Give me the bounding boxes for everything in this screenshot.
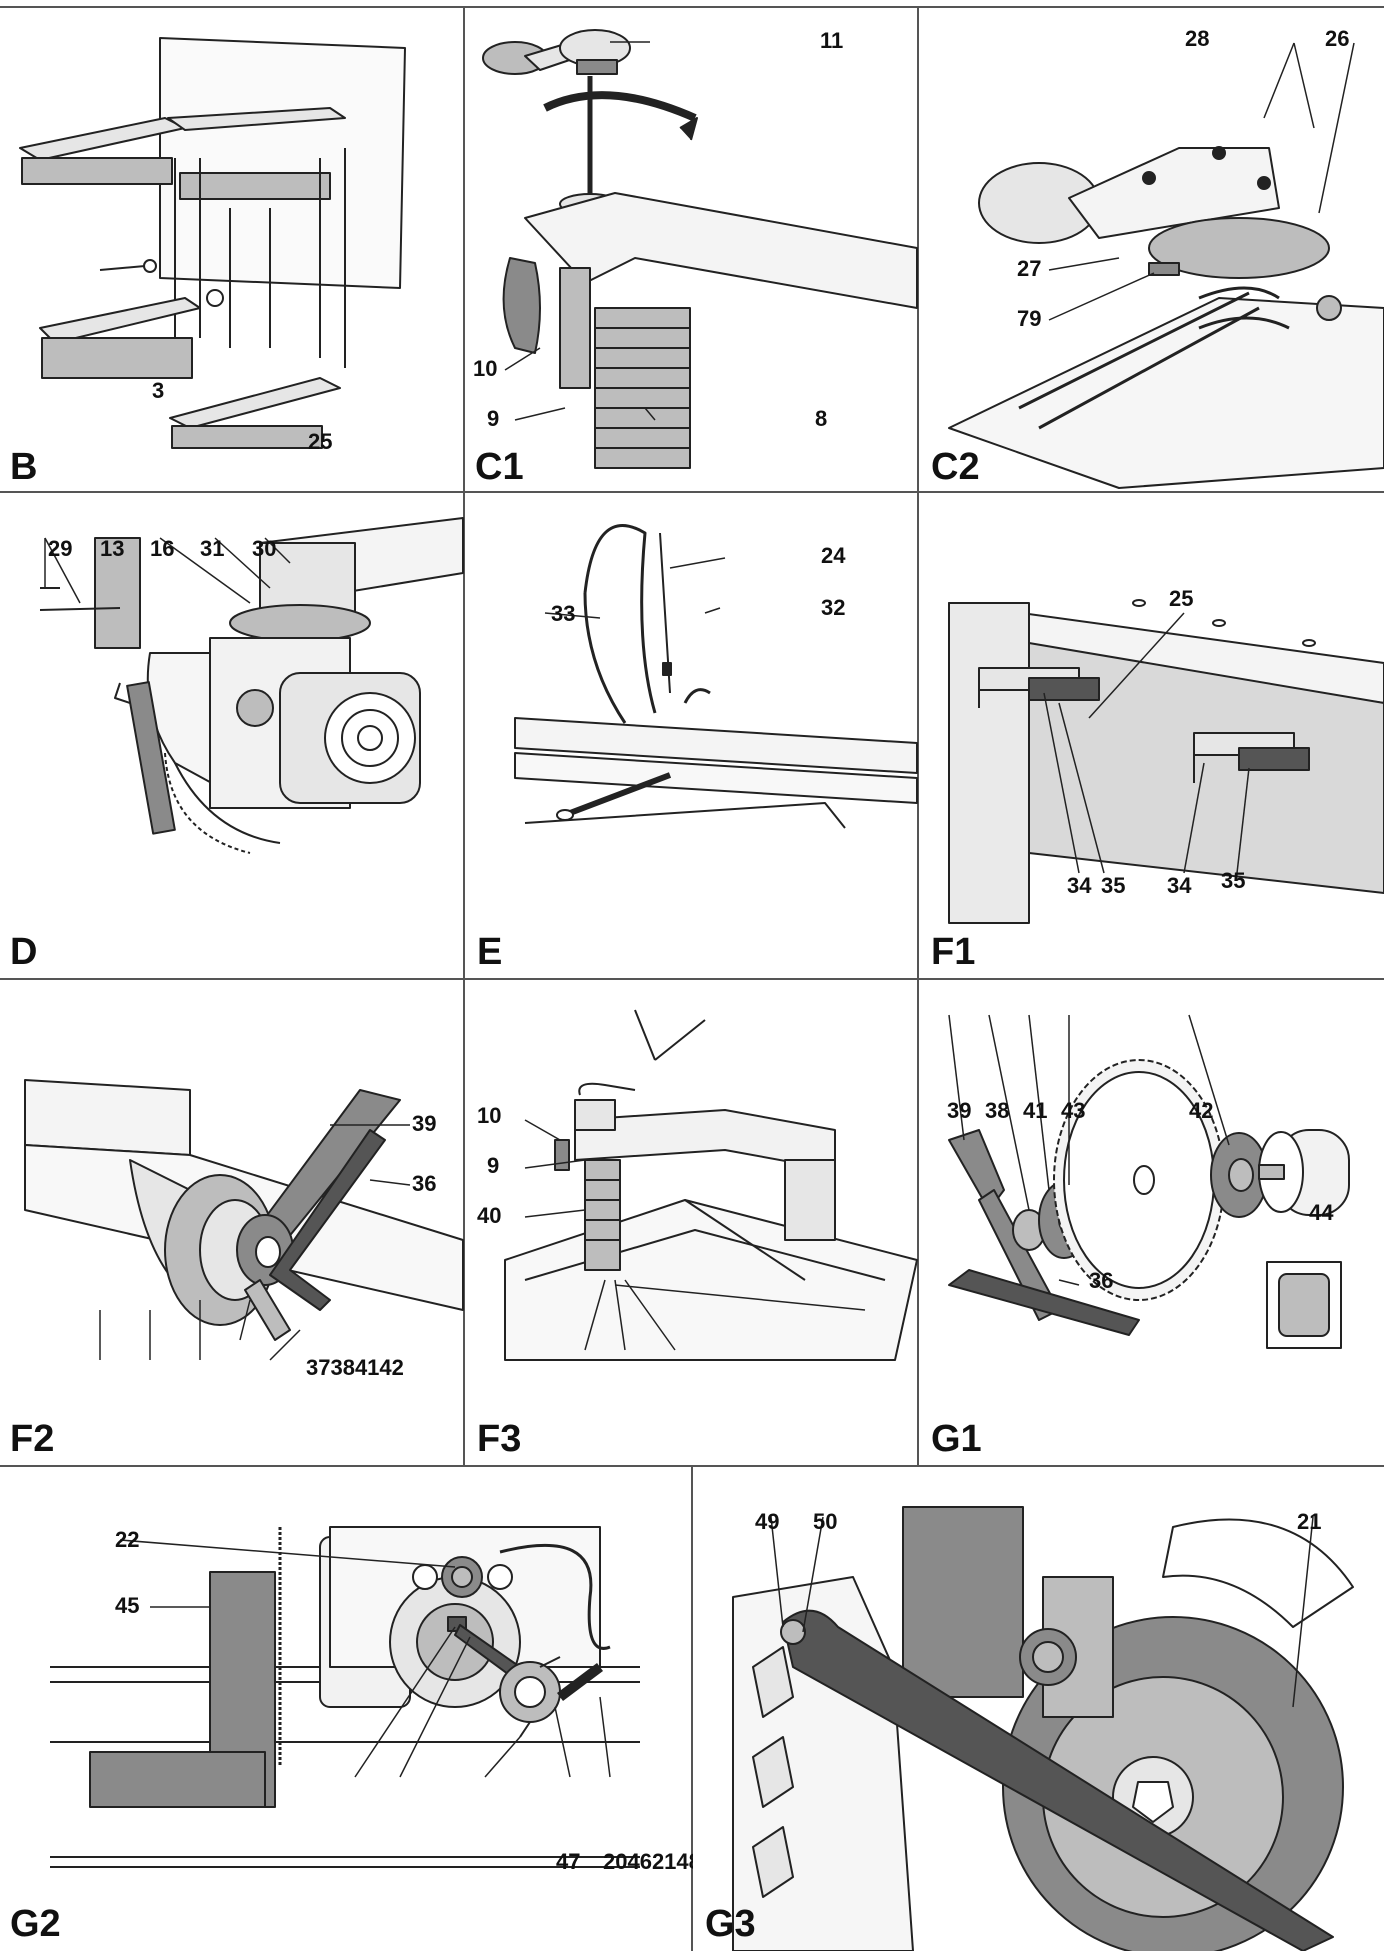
callout-c1-9: 9 [487,406,500,431]
panel-b: B 3 25 [0,8,463,491]
callout-g1-41: 41 [1023,1098,1048,1123]
panel-f1: F1 25 34 35 34 35 [919,493,1384,978]
panel-label-f2: F2 [10,1418,55,1460]
panel-label-g3: G3 [705,1903,756,1945]
column-crank-illustration [482,29,918,469]
callout-f2-37384142: 37384142 [306,1355,404,1380]
panel-c1: C1 11 10 9 8 [465,8,918,491]
panel-label-g1: G1 [931,1418,982,1460]
callout-g1-39: 39 [947,1098,972,1123]
callout-f1-34a: 34 [1067,873,1092,898]
callout-c1-8: 8 [815,406,828,431]
callout-f2-36: 36 [412,1171,437,1196]
blade-exploded-illustration [948,1014,1350,1349]
callout-d-31: 31 [200,536,225,561]
panel-c2: C2 28 26 27 79 [919,8,1384,491]
grid-rule-row2 [0,978,1384,980]
rail-brackets-illustration [948,599,1384,924]
callout-c2-26: 26 [1325,26,1350,51]
callout-g1-44: 44 [1309,1200,1334,1225]
flange-wrench-illustration [732,1506,1354,1951]
callout-e-24: 24 [821,543,846,568]
cable-routing-illustration [514,524,918,829]
callout-g3-50: 50 [813,1509,838,1534]
callout-d-30: 30 [252,536,277,561]
callout-d-29: 29 [48,536,73,561]
panel-label-b: B [10,446,38,488]
callout-b-25: 25 [308,429,333,454]
panel-label-e: E [477,931,503,973]
table-frame-illustration [19,37,406,449]
callout-f1-34b: 34 [1167,873,1192,898]
blade-guard-wrench-illustration [24,1079,464,1361]
motor-yoke-illustration [39,517,464,854]
callout-e-32: 32 [821,595,846,620]
callout-g2-47: 47 [556,1849,581,1874]
callout-g1-42: 42 [1189,1098,1214,1123]
grid-rule-row1 [0,491,1384,493]
arm-table-setup-illustration [504,1009,918,1361]
callout-f1-35a: 35 [1101,873,1126,898]
panel-label-f3: F3 [477,1418,522,1460]
callout-g1-36: 36 [1089,1268,1114,1293]
callout-g2-20462148: 20462148 [603,1849,701,1874]
motor-shaft-alignment-illustration [50,1526,640,1868]
callout-e-33: 33 [551,601,576,626]
grid-rule-col-bottom [691,1466,693,1951]
callout-g3-21: 21 [1297,1509,1322,1534]
callout-g2-22: 22 [115,1527,140,1552]
callout-f1-25: 25 [1169,586,1194,611]
callout-c1-10: 10 [473,356,498,381]
callout-c2-28: 28 [1185,26,1210,51]
callout-g1-43: 43 [1061,1098,1086,1123]
panel-g3: G3 49 50 21 [693,1467,1384,1951]
callout-f1-35b: 35 [1221,868,1246,893]
panel-e: E 24 33 32 [465,493,918,978]
callout-f3-40: 40 [477,1203,502,1228]
callout-d-16: 16 [150,536,175,561]
panel-g2: G2 22 45 47 20462148 [0,1467,701,1951]
grid-rule-col2 [917,6,919,1466]
grid-rule-top [0,6,1384,8]
grid-rule-col1 [463,6,465,1466]
panel-f2: F2 39 36 37384142 [0,980,464,1465]
panel-label-g2: G2 [10,1903,61,1945]
panel-label-d: D [10,931,38,973]
callout-b-3: 3 [152,378,165,403]
panel-label-f1: F1 [931,931,976,973]
callout-c2-79: 79 [1017,306,1042,331]
panel-label-c1: C1 [475,446,524,488]
callout-d-13: 13 [100,536,125,561]
panel-label-c2: C2 [931,446,980,488]
panel-f3: F3 10 9 40 [465,980,918,1465]
callout-c2-27: 27 [1017,256,1042,281]
arm-lock-illustration [948,42,1384,489]
callout-g2-45: 45 [115,1593,140,1618]
callout-g1-38: 38 [985,1098,1010,1123]
callout-f2-39: 39 [412,1111,437,1136]
callout-f3-10: 10 [477,1103,502,1128]
callout-f3-9: 9 [487,1153,500,1178]
panel-d: D 29 13 16 31 30 [0,493,464,978]
callout-g3-49: 49 [755,1509,780,1534]
callout-c1-11: 11 [820,28,844,53]
panel-g1: G1 39 38 41 43 42 44 36 [919,980,1384,1465]
